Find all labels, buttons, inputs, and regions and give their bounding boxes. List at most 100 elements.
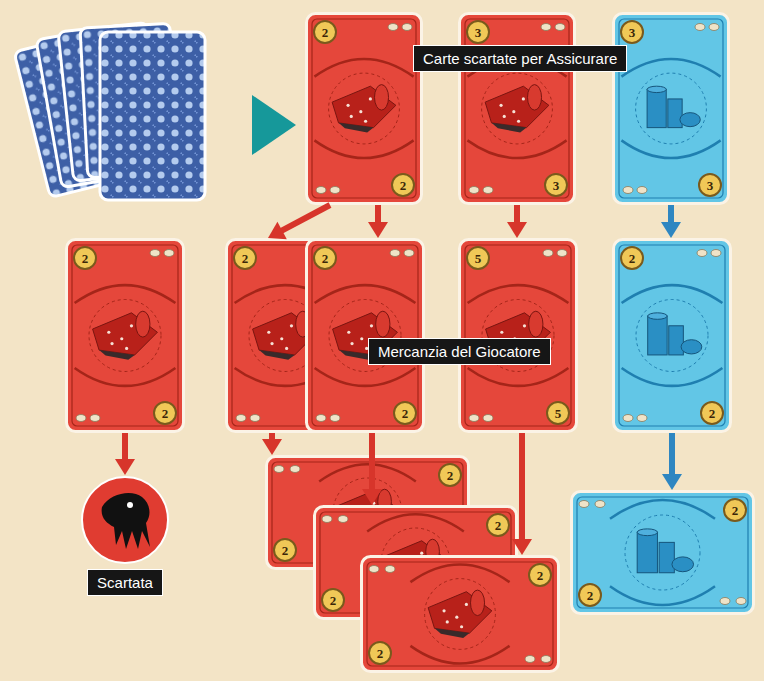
card-value: 2 xyxy=(629,252,636,265)
shell-icon xyxy=(695,24,705,31)
cloth-dot xyxy=(285,347,288,350)
arrow-shaft xyxy=(669,433,675,476)
card-value: 2 xyxy=(322,252,329,265)
cloth-dot xyxy=(350,115,353,118)
card-frame xyxy=(312,245,418,426)
cloth-dot xyxy=(110,342,113,345)
coin-value: 2 xyxy=(313,246,337,270)
card-value: 2 xyxy=(400,179,407,192)
arrow-shaft xyxy=(668,205,674,224)
cloth-dot xyxy=(270,342,273,345)
barrel-illustration xyxy=(659,542,674,572)
goods-card: 22 xyxy=(612,238,732,433)
arrow-shaft xyxy=(122,433,128,461)
arrow-head xyxy=(368,222,388,238)
discard-circle xyxy=(82,477,168,563)
goods-card: 55 xyxy=(458,238,578,433)
discard-symbol xyxy=(102,493,150,549)
card-value: 3 xyxy=(475,26,482,39)
shell-icon xyxy=(469,415,479,422)
card-value: 3 xyxy=(629,26,636,39)
card-value: 2 xyxy=(330,594,337,607)
shell-icon xyxy=(595,501,605,508)
shell-icon xyxy=(483,187,493,194)
goods-card: 22 xyxy=(360,555,560,673)
shell-icon xyxy=(541,656,551,663)
card-value: 2 xyxy=(732,504,739,517)
caption-text: Scartata xyxy=(97,574,153,591)
shell-icon xyxy=(385,566,395,573)
coin-value: 2 xyxy=(73,246,97,270)
cloth-roll xyxy=(376,311,390,337)
flow-arrow xyxy=(662,433,682,490)
flow-arrow xyxy=(661,205,681,238)
goods-card: 22 xyxy=(305,12,423,205)
caption-text: Mercanzia del Giocatore xyxy=(378,343,541,360)
shell-icon xyxy=(322,516,332,523)
bowl-illustration xyxy=(672,557,694,572)
shell-icon xyxy=(164,250,174,257)
card-arc xyxy=(468,368,569,386)
discard-pile: Scartata xyxy=(80,475,170,596)
cloth-dot xyxy=(360,337,363,340)
cloth-shadow xyxy=(339,123,374,133)
cloth-dot xyxy=(512,110,515,113)
cloth-dot xyxy=(446,620,449,623)
barrel-illustration xyxy=(669,326,684,355)
coin-value: 2 xyxy=(273,538,297,562)
shell-icon xyxy=(720,598,730,605)
card-arc xyxy=(622,368,723,386)
cloth-dot xyxy=(125,347,128,350)
shell-icon xyxy=(736,598,746,605)
card-ring xyxy=(329,73,400,144)
shell-icon xyxy=(483,415,493,422)
cloth-roll xyxy=(528,85,542,110)
card-value: 5 xyxy=(475,252,482,265)
card-body xyxy=(460,240,577,432)
arrow-head xyxy=(262,439,282,455)
card-ring xyxy=(425,579,496,650)
coin-value: 3 xyxy=(698,173,722,197)
shell-icon xyxy=(338,516,348,523)
coin-value: 3 xyxy=(620,20,644,44)
cloth-dot xyxy=(455,616,458,619)
cloth-dot xyxy=(364,120,367,123)
coin-value: 2 xyxy=(391,173,415,197)
shell-icon xyxy=(543,250,553,257)
cloth-dot xyxy=(130,324,133,327)
card-frame xyxy=(72,245,178,426)
card-arc xyxy=(467,140,566,158)
flow-arrow xyxy=(262,433,282,455)
barrel-illustration xyxy=(668,99,682,128)
shell-icon xyxy=(623,187,633,194)
shell-icon xyxy=(404,250,414,257)
card-frame xyxy=(465,245,571,426)
caption-box: Carte scartate per Assicurare xyxy=(413,45,627,72)
card-arc xyxy=(410,564,509,582)
card-body xyxy=(67,240,184,432)
shell-icon xyxy=(316,187,326,194)
goods-card: 22 xyxy=(65,238,185,433)
coin-value: 2 xyxy=(723,498,747,522)
card-arc xyxy=(367,514,464,531)
card-value: 2 xyxy=(282,544,289,557)
caption-text: Carte scartate per Assicurare xyxy=(423,50,617,67)
arrow-shaft xyxy=(375,205,381,224)
card-arc xyxy=(410,646,509,664)
card-body xyxy=(614,14,729,204)
flow-arrow xyxy=(115,433,135,475)
coin-value: 2 xyxy=(486,513,510,537)
barrel-top xyxy=(648,313,667,319)
barrel-top xyxy=(637,529,657,536)
goods-card: 33 xyxy=(612,12,730,205)
card-ring xyxy=(636,73,707,144)
card-body xyxy=(362,557,559,672)
bowl-illustration xyxy=(681,340,702,354)
card-arc xyxy=(315,285,416,303)
cloth-dot xyxy=(503,115,506,118)
shell-icon xyxy=(290,466,300,473)
cloth-shadow xyxy=(435,628,470,638)
coin-value: 2 xyxy=(153,401,177,425)
coin-value: 2 xyxy=(393,401,417,425)
cloth-dot xyxy=(346,104,349,107)
